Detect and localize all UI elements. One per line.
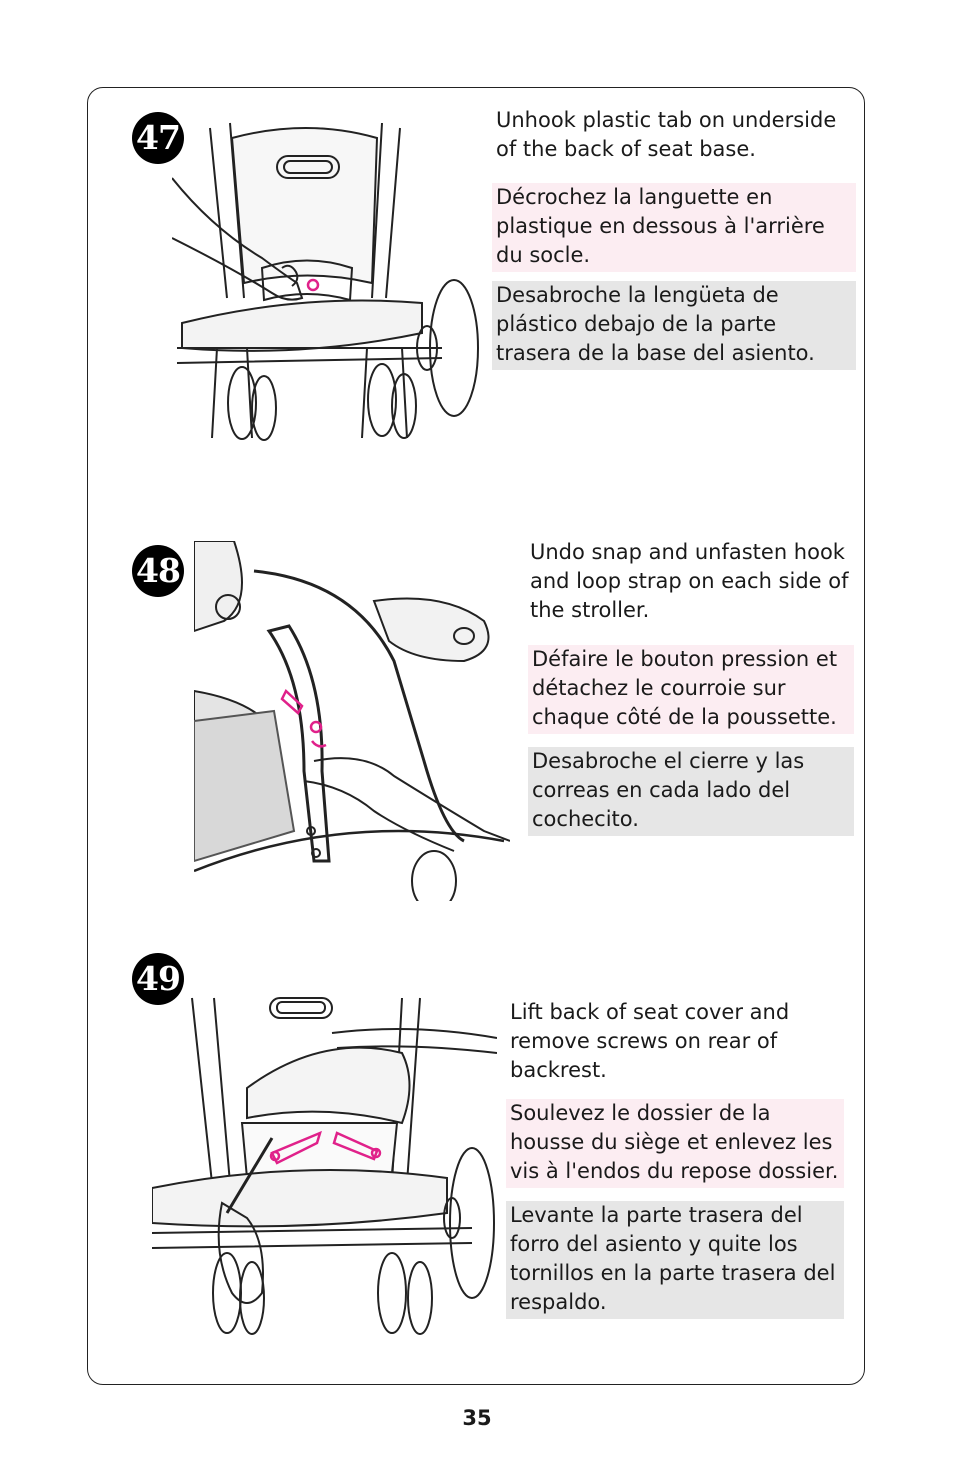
step-47-english: Unhook plastic tab on underside of the b… xyxy=(496,108,837,161)
step-48-english: Undo snap and unfasten hook and loop str… xyxy=(530,540,849,622)
step-48-spanish: Desabroche el cierre y las correas en ca… xyxy=(528,747,854,836)
step-48-badge: 48 xyxy=(132,545,184,597)
step-47-spanish: Desabroche la lengüeta de plástico debaj… xyxy=(492,281,856,370)
step-47-badge: 47 xyxy=(132,112,184,164)
step-48-illustration xyxy=(194,541,510,901)
step-47-illustration xyxy=(172,122,479,441)
step-47-french: Décrochez la languette en plastique en d… xyxy=(492,183,856,272)
step-49-badge: 49 xyxy=(132,953,184,1005)
step-48-french: Défaire le bouton pression et détachez l… xyxy=(528,645,854,734)
step-49-english: Lift back of seat cover and remove screw… xyxy=(510,1000,790,1082)
step-49-french: Soulevez le dossier de la housse du sièg… xyxy=(506,1099,844,1188)
step-49-spanish: Levante la parte trasera del forro del a… xyxy=(506,1201,844,1319)
step-49-illustration xyxy=(152,997,497,1335)
page-number: 35 xyxy=(462,1406,492,1430)
instructions-frame xyxy=(87,87,865,1385)
